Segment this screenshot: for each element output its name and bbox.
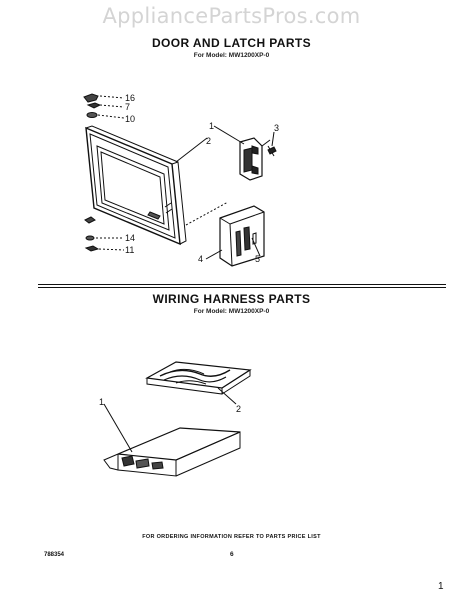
callout-7: 7 bbox=[125, 102, 130, 112]
document-number: 788354 bbox=[44, 552, 65, 558]
door-frame bbox=[85, 125, 187, 246]
wiring-harness-drawing bbox=[103, 361, 252, 477]
callout-16: 16 bbox=[125, 93, 135, 103]
hinge-parts-bottom bbox=[84, 216, 125, 252]
harness-package bbox=[145, 361, 252, 395]
hinge-parts-top bbox=[83, 93, 125, 119]
interlock-assembly bbox=[219, 205, 265, 267]
callout-1: 1 bbox=[209, 121, 214, 131]
latch-assembly bbox=[239, 137, 277, 181]
callout-wiring-2: 2 bbox=[236, 404, 241, 414]
callout-5: 5 bbox=[255, 254, 260, 264]
wiring-section-model: For Model: MW1200XP-0 bbox=[193, 308, 270, 315]
callout-14: 14 bbox=[125, 233, 135, 243]
section-divider-top bbox=[38, 284, 446, 285]
callout-2: 2 bbox=[206, 136, 211, 146]
door-assembly-drawing bbox=[83, 93, 277, 267]
ordering-note: FOR ORDERING INFORMATION REFER TO PARTS … bbox=[142, 534, 321, 540]
callout-4: 4 bbox=[198, 254, 203, 264]
page-number: 6 bbox=[230, 551, 234, 558]
callout-3: 3 bbox=[274, 123, 279, 133]
door-section-model: For Model: MW1200XP-0 bbox=[193, 52, 270, 59]
callout-11: 11 bbox=[125, 245, 134, 255]
section-divider-bottom bbox=[38, 287, 446, 288]
wiring-callouts: 2 1 bbox=[99, 397, 241, 414]
door-section-title: DOOR AND LATCH PARTS bbox=[151, 36, 312, 50]
wiring-section-title: WIRING HARNESS PARTS bbox=[152, 292, 311, 306]
harness-box bbox=[103, 427, 241, 477]
corner-number: 1 bbox=[438, 581, 444, 592]
callout-wiring-1: 1 bbox=[99, 397, 104, 407]
watermark: AppliancePartsPros.com bbox=[102, 4, 361, 28]
callout-10: 10 bbox=[125, 114, 135, 124]
door-callouts: 16 7 10 1 2 3 14 11 4 5 bbox=[125, 93, 279, 264]
